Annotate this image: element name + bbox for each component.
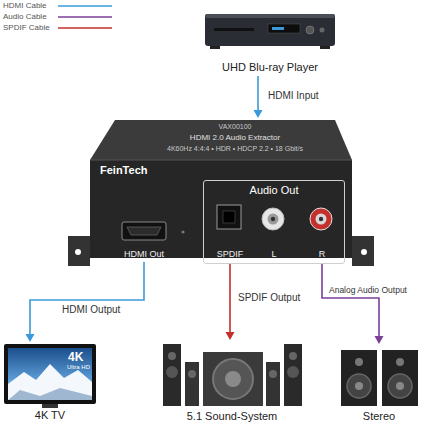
legend-line <box>58 16 112 18</box>
arrowhead <box>226 332 235 340</box>
node-label: SPDIF <box>217 249 244 260</box>
legend-line <box>58 5 112 7</box>
device-print: VAX00100 <box>219 123 252 131</box>
node-label: 5.1 Sound-System <box>187 410 278 423</box>
stereo-speakers <box>341 350 418 406</box>
connector <box>229 263 231 332</box>
legend-line <box>58 27 112 29</box>
arrowhead <box>375 336 384 344</box>
arrowhead <box>254 110 263 118</box>
legend-text: Audio Cable <box>3 12 47 22</box>
tv <box>4 344 96 408</box>
node-label: FeinTech <box>100 164 147 177</box>
legend-text: HDMI Cable <box>3 1 47 11</box>
port: L <box>259 201 289 263</box>
node-label: UHD Blu-ray Player <box>222 61 318 74</box>
port: HDMI Out <box>112 220 176 262</box>
audio-extractor <box>68 120 374 266</box>
port: R <box>307 201 337 263</box>
bluray-player <box>205 14 335 49</box>
edge-label: SPDIF Output <box>236 292 302 304</box>
device-node: UHD Blu-ray Player <box>195 4 345 76</box>
connector <box>257 76 259 110</box>
node-label: 4K TV <box>35 409 65 422</box>
edge-label: Analog Audio Output <box>327 285 409 295</box>
node-label: L <box>271 249 276 260</box>
connector <box>30 262 144 334</box>
legend-text: SPDIF Cable <box>3 23 50 33</box>
node-label: HDMI Out <box>124 249 164 260</box>
port: SPDIF <box>212 201 248 263</box>
device-print: 4K <box>68 350 83 364</box>
node-label: R <box>319 249 326 260</box>
port-group: Audio OutSPDIF L R <box>203 180 345 264</box>
device-node: 5.1 Sound-System <box>158 340 306 426</box>
node-label: Audio Out <box>250 184 299 197</box>
edge-label: HDMI Input <box>266 90 321 102</box>
node-label: Stereo <box>363 410 395 423</box>
surround-speakers <box>163 344 302 406</box>
arrowhead <box>26 334 35 342</box>
device-print: HDMI 2.0 Audio Extractor <box>190 133 280 143</box>
device-print: Ultra HD <box>67 364 90 371</box>
edge-label: HDMI Output <box>60 304 122 316</box>
device-node: Stereo <box>336 344 422 426</box>
device-print: 4K60Hz 4:4:4 • HDR • HDCP 2.2 • 18 Gbit/… <box>167 145 303 153</box>
connector <box>322 263 379 336</box>
